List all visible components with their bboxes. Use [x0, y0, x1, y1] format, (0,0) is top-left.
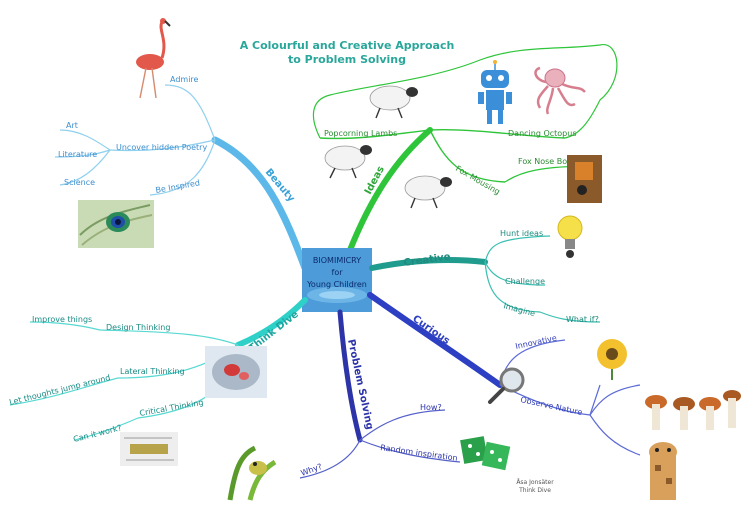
sunflower-image: [597, 339, 627, 380]
giraffe-image: [649, 442, 677, 500]
lamb-image-2: [324, 145, 372, 179]
brain-image: [205, 346, 267, 398]
sub-hunt-ideas[interactable]: Hunt ideas: [500, 229, 543, 238]
sub-fox-mousing[interactable]: Fox Mousing: [454, 164, 502, 197]
branch-problem-solving[interactable]: Problem Solving: [337, 309, 375, 443]
peacock-feather-image: [78, 200, 154, 248]
sub-imagine[interactable]: Imagine: [502, 301, 536, 318]
mushrooms-image: [645, 390, 741, 430]
lamb-image-3: [404, 175, 452, 209]
branch-label-creative: Creative: [403, 251, 452, 269]
octopus-image: [534, 66, 586, 115]
lightbulb-image: [557, 215, 583, 258]
creative-subtopics: [484, 235, 601, 323]
sub-innovative[interactable]: Innovative: [515, 333, 558, 351]
sub-random-inspiration[interactable]: Random inspiration: [380, 443, 458, 463]
flamingo-image: [136, 18, 171, 99]
central-topic[interactable]: BIOMIMICRY for Young Children: [302, 248, 372, 312]
title-line-2: to Problem Solving: [288, 53, 406, 66]
beauty-subtopics: [54, 84, 216, 196]
frog-image: [227, 445, 277, 501]
think-dive-subtopics: [9, 321, 239, 441]
sub-literature[interactable]: Literature: [58, 150, 97, 159]
sub-uncover-poetry[interactable]: Uncover hidden Poetry: [116, 143, 207, 152]
sub-challenge[interactable]: Challenge: [505, 277, 545, 286]
center-line-3: Young Children: [306, 280, 367, 289]
sub-art[interactable]: Art: [66, 121, 78, 130]
sub-observe-nature[interactable]: Observe Nature: [520, 395, 584, 417]
sub-improve-things[interactable]: Improve things: [32, 315, 92, 324]
sub-fox-nose-box[interactable]: Fox Nose Box: [518, 157, 572, 166]
sub-what-if[interactable]: What if?: [566, 315, 599, 324]
title-line-1: A Colourful and Creative Approach: [240, 39, 455, 52]
problem-subtopics: [299, 409, 461, 479]
sub-science[interactable]: Science: [64, 178, 95, 187]
branch-creative[interactable]: Creative: [369, 251, 488, 271]
sub-popcorning-lambs[interactable]: Popcorning Lambs: [324, 129, 397, 138]
sub-critical-thinking[interactable]: Critical Thinking: [139, 398, 204, 418]
sub-dancing-octopus[interactable]: Dancing Octopus: [508, 129, 577, 138]
word-cloud-image: [120, 432, 178, 466]
sub-how[interactable]: How?: [420, 403, 442, 412]
sub-let-thoughts-jump[interactable]: Let thoughts jump around: [8, 373, 111, 407]
author-line-1: Åsa Jonsäter: [516, 479, 554, 486]
sub-be-inspired[interactable]: Be Inspired: [155, 178, 201, 195]
sub-admire[interactable]: Admire: [170, 75, 199, 84]
lamb-image-1: [369, 85, 418, 119]
sub-can-it-work[interactable]: Can it work?: [72, 423, 122, 444]
author-line-2: Think Dive: [518, 487, 551, 494]
center-line-2: for: [332, 268, 344, 277]
magnifying-glass-icon: [488, 367, 525, 404]
dice-image: [460, 436, 511, 471]
sub-lateral-thinking[interactable]: Lateral Thinking: [120, 367, 185, 376]
fox-nose-box-image: [567, 155, 602, 203]
center-line-1: BIOMIMICRY: [313, 256, 361, 265]
sub-design-thinking[interactable]: Design Thinking: [106, 323, 170, 332]
ideas-subtopics: [312, 44, 618, 183]
branch-curious[interactable]: Curious: [367, 292, 503, 388]
robot-image: [478, 60, 512, 124]
branch-beauty[interactable]: Beauty: [211, 136, 309, 272]
